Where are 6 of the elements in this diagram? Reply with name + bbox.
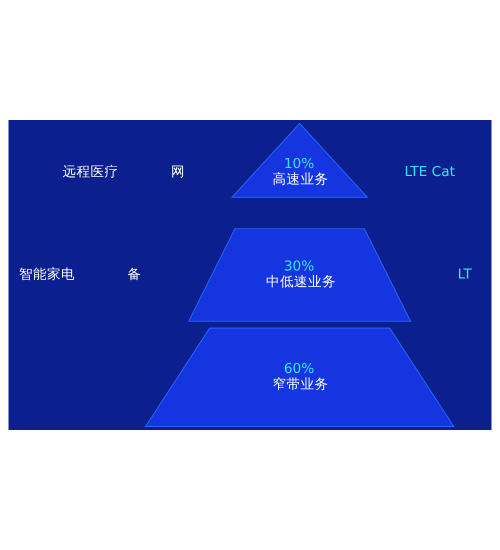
- label: LTE Cat: [404, 164, 455, 180]
- label: 远程医疗: [62, 164, 118, 180]
- label: LT: [458, 266, 472, 282]
- label: 网: [171, 164, 186, 180]
- label: 备: [128, 266, 142, 282]
- label: 智能家电: [18, 266, 75, 282]
